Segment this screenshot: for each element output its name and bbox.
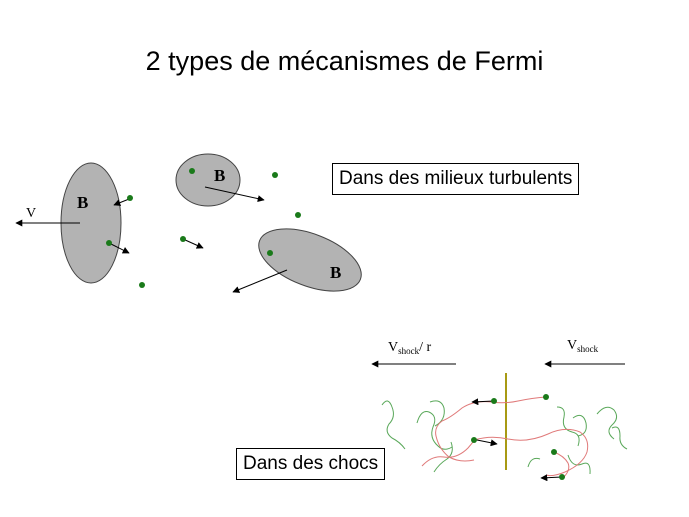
magnetic-cloud-top	[175, 153, 241, 207]
particle	[272, 172, 278, 178]
cloud-label-left: B	[77, 193, 88, 212]
shock-particle-arrow-1	[471, 398, 495, 406]
particle-arrow-1	[113, 198, 130, 206]
particle	[189, 168, 195, 174]
particle	[127, 195, 133, 201]
particle-arrow-3	[182, 238, 204, 249]
shock-particle	[559, 474, 565, 480]
particle-arrow-2	[108, 242, 130, 254]
cloud-velocity-arrow-top	[204, 186, 265, 203]
particle	[139, 282, 145, 288]
magnetic-field-lines	[381, 400, 628, 475]
cloud-label-top: B	[214, 166, 225, 185]
particle	[180, 236, 186, 242]
shock-particle-arrows	[471, 398, 563, 482]
magnetic-cloud-right	[258, 228, 362, 292]
particle	[295, 212, 301, 218]
cloud-velocity-label: V	[26, 206, 36, 221]
shock-particle	[491, 398, 497, 404]
particle	[106, 240, 112, 246]
particle-trajectories	[421, 396, 589, 479]
shock-particle-arrow-3	[540, 474, 563, 482]
shock-particle	[543, 394, 549, 400]
shock-particle-arrow-2	[476, 439, 498, 447]
cloud-velocity-arrow-right	[232, 269, 288, 293]
shock-particle	[551, 449, 557, 455]
shock-particle	[471, 437, 477, 443]
downstream-velocity-label: Vshock/ r	[388, 340, 432, 356]
cloud-label-right: B	[330, 263, 341, 282]
turbulent-media-label: Dans des milieux turbulents	[332, 163, 580, 195]
particle	[267, 250, 273, 256]
upstream-velocity-label: Vshock	[567, 338, 599, 354]
turbulent-diagram: B B B V	[15, 153, 362, 293]
slide-title: 2 types de mécanismes de Fermi	[145, 46, 544, 76]
shocks-label: Dans des chocs	[236, 448, 386, 480]
shock-diagram: Vshock/ r Vshock	[371, 338, 628, 482]
